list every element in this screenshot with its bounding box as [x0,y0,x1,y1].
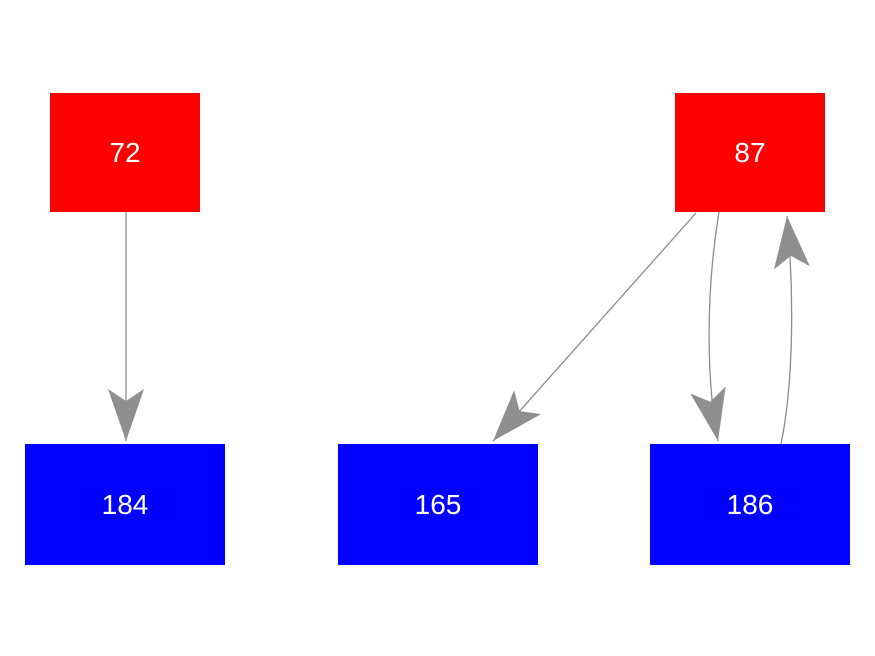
node-label: 165 [414,488,462,520]
graph-node-186[interactable]: 186 [650,444,850,565]
node-label: 87 [734,136,766,168]
graph-edge-87-to-165 [492,212,697,442]
node-label: 72 [109,136,141,168]
node-label: 186 [726,488,774,520]
graph-node-87[interactable]: 87 [675,93,825,212]
node-label: 184 [101,488,149,520]
graph-edge-186-to-87 [773,215,810,445]
graph-node-165[interactable]: 165 [338,444,538,565]
graph-edge-87-to-186 [690,211,726,442]
graph-node-184[interactable]: 184 [25,444,225,565]
graph-node-72[interactable]: 72 [50,93,200,212]
